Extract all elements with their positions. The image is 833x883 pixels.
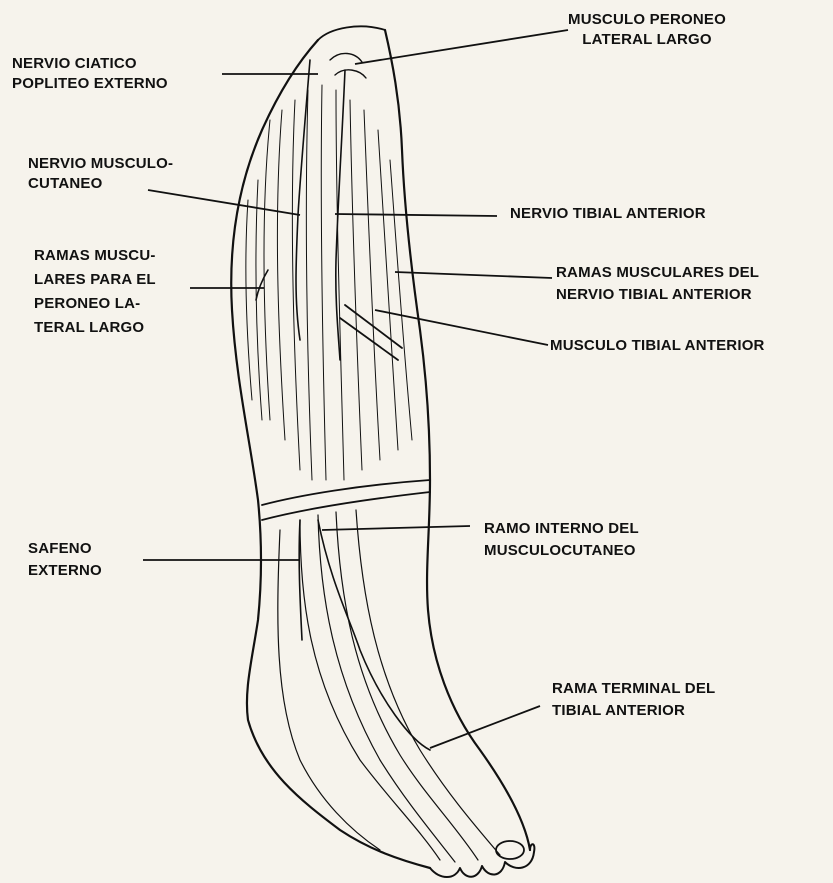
toe-outline bbox=[430, 844, 534, 877]
knee-tendon bbox=[330, 53, 366, 78]
label-safeno-externo: SAFENO EXTERNO bbox=[28, 538, 102, 582]
label-ramas-musculares-peroneo: RAMAS MUSCU- LARES PARA EL PERONEO LA- T… bbox=[34, 244, 156, 340]
leader-ramo-interno bbox=[322, 526, 470, 530]
tendons bbox=[278, 510, 500, 862]
label-rama-terminal: RAMA TERMINAL DEL TIBIAL ANTERIOR bbox=[552, 678, 715, 722]
leg-outline-lateral bbox=[231, 40, 430, 868]
label-ramas-musculares-tibial: RAMAS MUSCULARES DEL NERVIO TIBIAL ANTER… bbox=[556, 262, 759, 306]
leader-musculo-tibial bbox=[375, 310, 548, 345]
label-musculo-peroneo: MUSCULO PERONEO LATERAL LARGO bbox=[568, 10, 726, 50]
superior-band bbox=[262, 480, 430, 505]
leader-rama-terminal bbox=[430, 706, 540, 748]
label-nervio-musculocutaneo: NERVIO MUSCULO- CUTANEO bbox=[28, 154, 173, 194]
leader-lines bbox=[143, 30, 568, 748]
nerves bbox=[256, 60, 430, 750]
big-toe-nail bbox=[496, 841, 524, 859]
label-musculo-tibial-anterior: MUSCULO TIBIAL ANTERIOR bbox=[550, 336, 765, 356]
muscle-fibres bbox=[246, 85, 412, 480]
leader-ramas-tibial bbox=[395, 272, 552, 278]
label-ramo-interno: RAMO INTERNO DEL MUSCULOCUTANEO bbox=[484, 518, 639, 562]
superior-band-lower bbox=[262, 492, 430, 520]
leader-tibial-nervio bbox=[335, 214, 497, 216]
label-nervio-tibial-anterior: NERVIO TIBIAL ANTERIOR bbox=[510, 204, 706, 224]
label-nervio-ciatico: NERVIO CIATICO POPLITEO EXTERNO bbox=[12, 54, 168, 94]
knee-top bbox=[318, 26, 385, 40]
